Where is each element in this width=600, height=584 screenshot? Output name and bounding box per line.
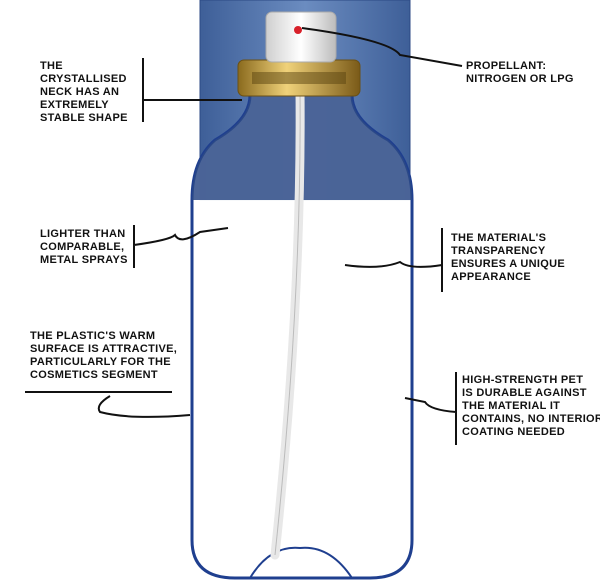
annotation-line: particularly for the	[30, 356, 171, 368]
annotation-line: cosmetics segment	[30, 369, 158, 381]
annotation-line: appearance	[451, 271, 532, 283]
annotation-line: The material's	[451, 232, 547, 244]
annotation-line: ensures a unique	[451, 258, 565, 270]
annotation-line: transparency	[451, 245, 546, 257]
annotation-line: metal sprays	[40, 254, 128, 266]
bottle-base	[249, 546, 353, 579]
annotation-pet: High-strength PET is durable against the…	[462, 374, 600, 439]
spray-cap	[265, 11, 337, 63]
annotation-line: High-strength PET	[462, 374, 584, 386]
annotation-line: The	[40, 60, 63, 72]
annotation-line: neck has an	[40, 86, 120, 98]
leader-lines	[25, 27, 463, 445]
annotation-lighter: Lighter than comparable, metal sprays	[40, 228, 128, 267]
annotation-line: Lighter than	[40, 228, 126, 240]
annotation-line: crystallised	[40, 73, 127, 85]
annotation-line: extremely	[40, 99, 109, 111]
annotation-line: The plastic's warm	[30, 330, 156, 342]
annotation-line: the material it	[462, 400, 561, 412]
annotation-line: comparable,	[40, 241, 125, 253]
annotation-line: is durable against	[462, 387, 587, 399]
annotation-warm-surface: The plastic's warm surface is attractive…	[30, 330, 177, 382]
annotation-line: coating needed	[462, 426, 566, 438]
annotation-line: nitrogen or LPG	[466, 73, 574, 85]
annotation-line: contains, no interior	[462, 413, 600, 425]
nozzle	[294, 26, 302, 34]
annotation-transparency: The material's transparency ensures a un…	[451, 232, 565, 284]
annotation-line: Propellant:	[466, 60, 547, 72]
annotation-line: stable shape	[40, 112, 128, 124]
annotation-propellant: Propellant: nitrogen or LPG	[466, 60, 574, 86]
annotation-neck: The crystallised neck has an extremely s…	[40, 60, 128, 125]
annotation-line: surface is attractive,	[30, 343, 178, 355]
